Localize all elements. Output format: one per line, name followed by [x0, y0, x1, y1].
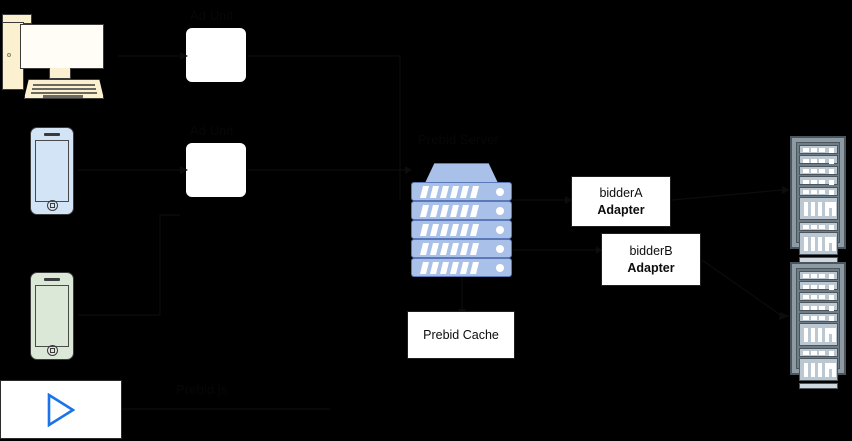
mobile-phone-green-icon: [30, 272, 74, 360]
phone-screen: [35, 285, 69, 347]
rack-slot: [798, 165, 838, 175]
rack-slot: [798, 281, 838, 290]
rack-slot-drive-bay: [798, 358, 838, 381]
server-led: [496, 187, 504, 196]
phone-home-button: [46, 345, 58, 356]
server-unit: [411, 182, 512, 201]
bidder-b-adapter-box[interactable]: bidderB Adapter: [601, 233, 701, 286]
ad-slot-box-1[interactable]: [186, 28, 246, 82]
prebid-cache-label: Prebid Cache: [423, 328, 499, 342]
phone-screen: [35, 140, 69, 202]
rack-slot-drive-bay: [798, 323, 838, 346]
phone-speaker: [44, 133, 60, 136]
server-unit: [411, 239, 512, 258]
video-player-box: [0, 380, 122, 439]
rack-slot: [798, 270, 838, 280]
desktop-power-dot: [7, 53, 11, 57]
rack-base: [798, 382, 838, 389]
server-unit: [411, 220, 512, 239]
server-led: [496, 263, 504, 272]
prebid-js-caption: Prebid.js: [176, 382, 228, 397]
bidder-b-name: bidderB: [629, 243, 673, 258]
server-led: [496, 225, 504, 234]
ad-slot-2-caption: Ad Unit: [190, 123, 234, 138]
server-led: [496, 244, 504, 253]
server-stack-top: [425, 163, 498, 183]
rack-slot: [798, 221, 838, 231]
bidder-b-kind: Adapter: [627, 260, 675, 275]
desktop-monitor-screen: [20, 24, 104, 69]
bidder-server-rack-1-icon: [790, 136, 846, 263]
rack-slot: [798, 291, 838, 301]
rack-slot: [798, 155, 838, 164]
desktop-monitor-stand: [49, 68, 71, 79]
rack-slot: [798, 144, 838, 154]
bidder-a-name: bidderA: [599, 185, 643, 200]
rack-inner-frame: [796, 142, 840, 263]
ad-slot-box-2[interactable]: [186, 143, 246, 197]
bidder-a-kind: Adapter: [597, 202, 645, 217]
prebid-cache-box[interactable]: Prebid Cache: [407, 311, 515, 359]
rack-slot: [798, 186, 838, 196]
bidder-a-adapter-box[interactable]: bidderA Adapter: [571, 176, 671, 227]
server-unit: [411, 258, 512, 277]
rack-slot: [798, 302, 838, 311]
server-unit: [411, 201, 512, 220]
desktop-computer-icon: [0, 0, 120, 110]
rack-slot: [798, 312, 838, 322]
play-icon: [47, 392, 76, 432]
bidder-server-rack-2-icon: [790, 262, 846, 389]
ad-slot-1-caption: Ad Unit: [190, 8, 234, 23]
phone-speaker: [44, 278, 60, 281]
server-led: [496, 206, 504, 215]
rack-slot-drive-bay: [798, 232, 838, 255]
rack-inner-frame: [796, 268, 840, 389]
desktop-keyboard: [24, 79, 104, 99]
rack-slot: [798, 347, 838, 357]
prebid-server-caption: Prebid Server: [418, 132, 499, 147]
mobile-phone-blue-icon: [30, 127, 74, 215]
rack-slot-drive-bay: [798, 197, 838, 220]
rack-slot: [798, 176, 838, 185]
phone-home-button: [46, 200, 58, 211]
prebid-server-icon: [411, 163, 512, 277]
